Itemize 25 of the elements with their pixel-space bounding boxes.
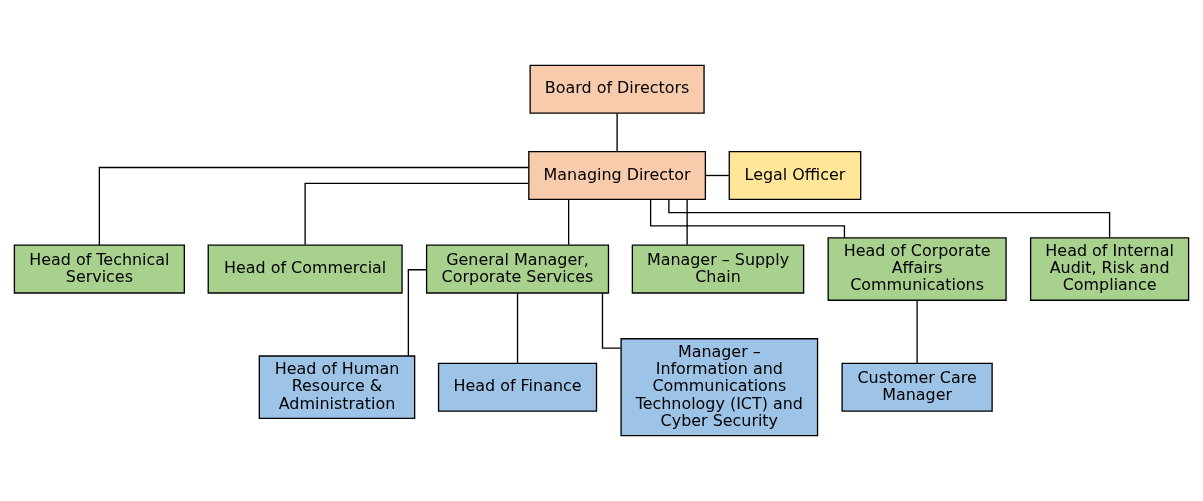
connector xyxy=(616,112,618,153)
node-box: Board of Directors xyxy=(529,64,705,114)
node-box: Managing Director xyxy=(528,150,707,201)
node-box: Head of Internal Audit, Risk and Compliance xyxy=(1029,237,1190,301)
connector xyxy=(686,198,688,246)
node-box: Head of Technical Services xyxy=(13,244,185,294)
node-box: Head of Commercial xyxy=(207,244,403,294)
connector xyxy=(668,199,1111,239)
node-box: General Manager, Corporate Services xyxy=(425,244,610,294)
node-box: Manager – Information and Communications Technology (ICT) and Cyber Security xyxy=(620,338,819,437)
connector xyxy=(567,198,570,246)
node-box: Head of Corporate Affairs Communications xyxy=(827,237,1007,301)
node-box: Manager – Supply Chain xyxy=(631,244,805,294)
connector xyxy=(649,198,846,239)
connector xyxy=(516,292,519,364)
node-box: Head of Finance xyxy=(437,362,598,412)
connector xyxy=(704,174,730,177)
connector xyxy=(98,166,530,246)
connector xyxy=(407,269,428,357)
connector xyxy=(601,292,622,349)
node-box: Customer Care Manager xyxy=(841,362,993,412)
node-box: Head of Human Resource & Administration xyxy=(258,355,416,420)
connector xyxy=(304,182,530,246)
node-box: Legal Officer xyxy=(728,150,862,201)
connector xyxy=(916,300,918,364)
